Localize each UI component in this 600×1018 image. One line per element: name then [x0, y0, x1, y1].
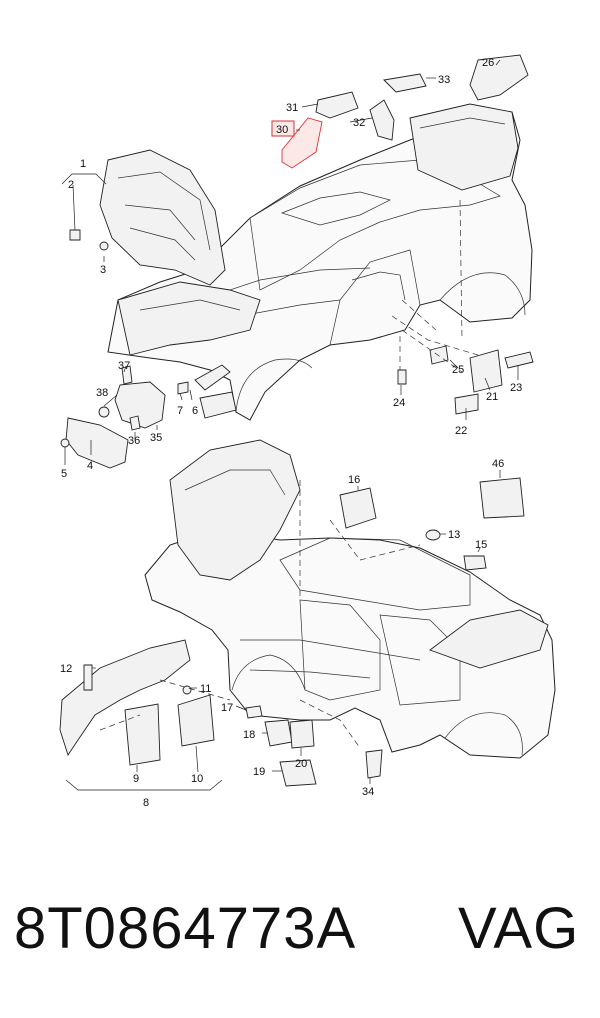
callout-15: 15 [475, 539, 487, 551]
callout-6: 6 [192, 405, 198, 417]
callout-22: 22 [455, 425, 467, 437]
lower-dashed-lines [99, 480, 421, 749]
callout-25: 25 [452, 364, 464, 376]
front-brackets [177, 364, 237, 419]
callout-30: 30 [276, 124, 288, 136]
callout-9: 9 [133, 773, 139, 785]
part-30-shape [281, 117, 323, 169]
callout-labels: 1 2 3 4 5 6 7 8 9 10 11 12 13 15 16 17 1… [60, 57, 522, 809]
callout-38: 38 [96, 387, 108, 399]
callout-3: 3 [100, 264, 106, 276]
upper-dashed-lines [391, 199, 479, 373]
callout-33: 33 [438, 74, 450, 86]
callout-21: 21 [486, 391, 498, 403]
leader-lines [64, 59, 519, 784]
upper-left-parts [60, 365, 166, 469]
parts-diagram: 1 2 3 4 5 6 7 8 9 10 11 12 13 15 16 17 1… [59, 54, 556, 809]
callout-5: 5 [61, 468, 67, 480]
callout-36: 36 [128, 435, 140, 447]
callout-4: 4 [87, 460, 93, 472]
front-structure [117, 281, 261, 356]
callout-32: 32 [353, 117, 365, 129]
rear-floor-parts [397, 345, 534, 415]
part-1-bracket [61, 173, 107, 185]
callout-35: 35 [150, 432, 162, 444]
lower-car-body [144, 439, 556, 759]
fender-liner-parts [59, 639, 215, 766]
callout-46: 46 [492, 458, 504, 470]
callout-7: 7 [177, 405, 183, 417]
hood-assembly [99, 149, 226, 286]
callout-37: 37 [118, 360, 130, 372]
callout-23: 23 [510, 382, 522, 394]
hood-small-parts [69, 229, 109, 251]
callout-11: 11 [200, 683, 211, 695]
callout-10: 10 [191, 773, 203, 785]
callout-13: 13 [448, 529, 460, 541]
lower-small-parts [245, 705, 383, 787]
callout-17: 17 [221, 702, 233, 714]
part-8-bracket [65, 779, 223, 791]
part-number: 8T0864773A [14, 896, 357, 961]
callout-19: 19 [253, 766, 265, 778]
callout-20: 20 [295, 758, 307, 770]
upper-car-body [107, 103, 533, 421]
callout-1: 1 [80, 158, 86, 170]
callout-2: 2 [68, 179, 74, 191]
callout-34: 34 [362, 786, 374, 798]
callout-8: 8 [143, 797, 149, 809]
callout-26: 26 [482, 57, 494, 69]
callout-16: 16 [348, 474, 360, 486]
callout-31: 31 [286, 102, 298, 114]
callout-24: 24 [393, 397, 405, 409]
rear-top-parts [281, 54, 529, 169]
callout-18: 18 [243, 729, 255, 741]
brand-label: VAG [458, 896, 580, 961]
callout-30-highlight: 30 [271, 120, 295, 137]
callout-12: 12 [60, 663, 72, 675]
lower-right-parts [339, 477, 525, 571]
